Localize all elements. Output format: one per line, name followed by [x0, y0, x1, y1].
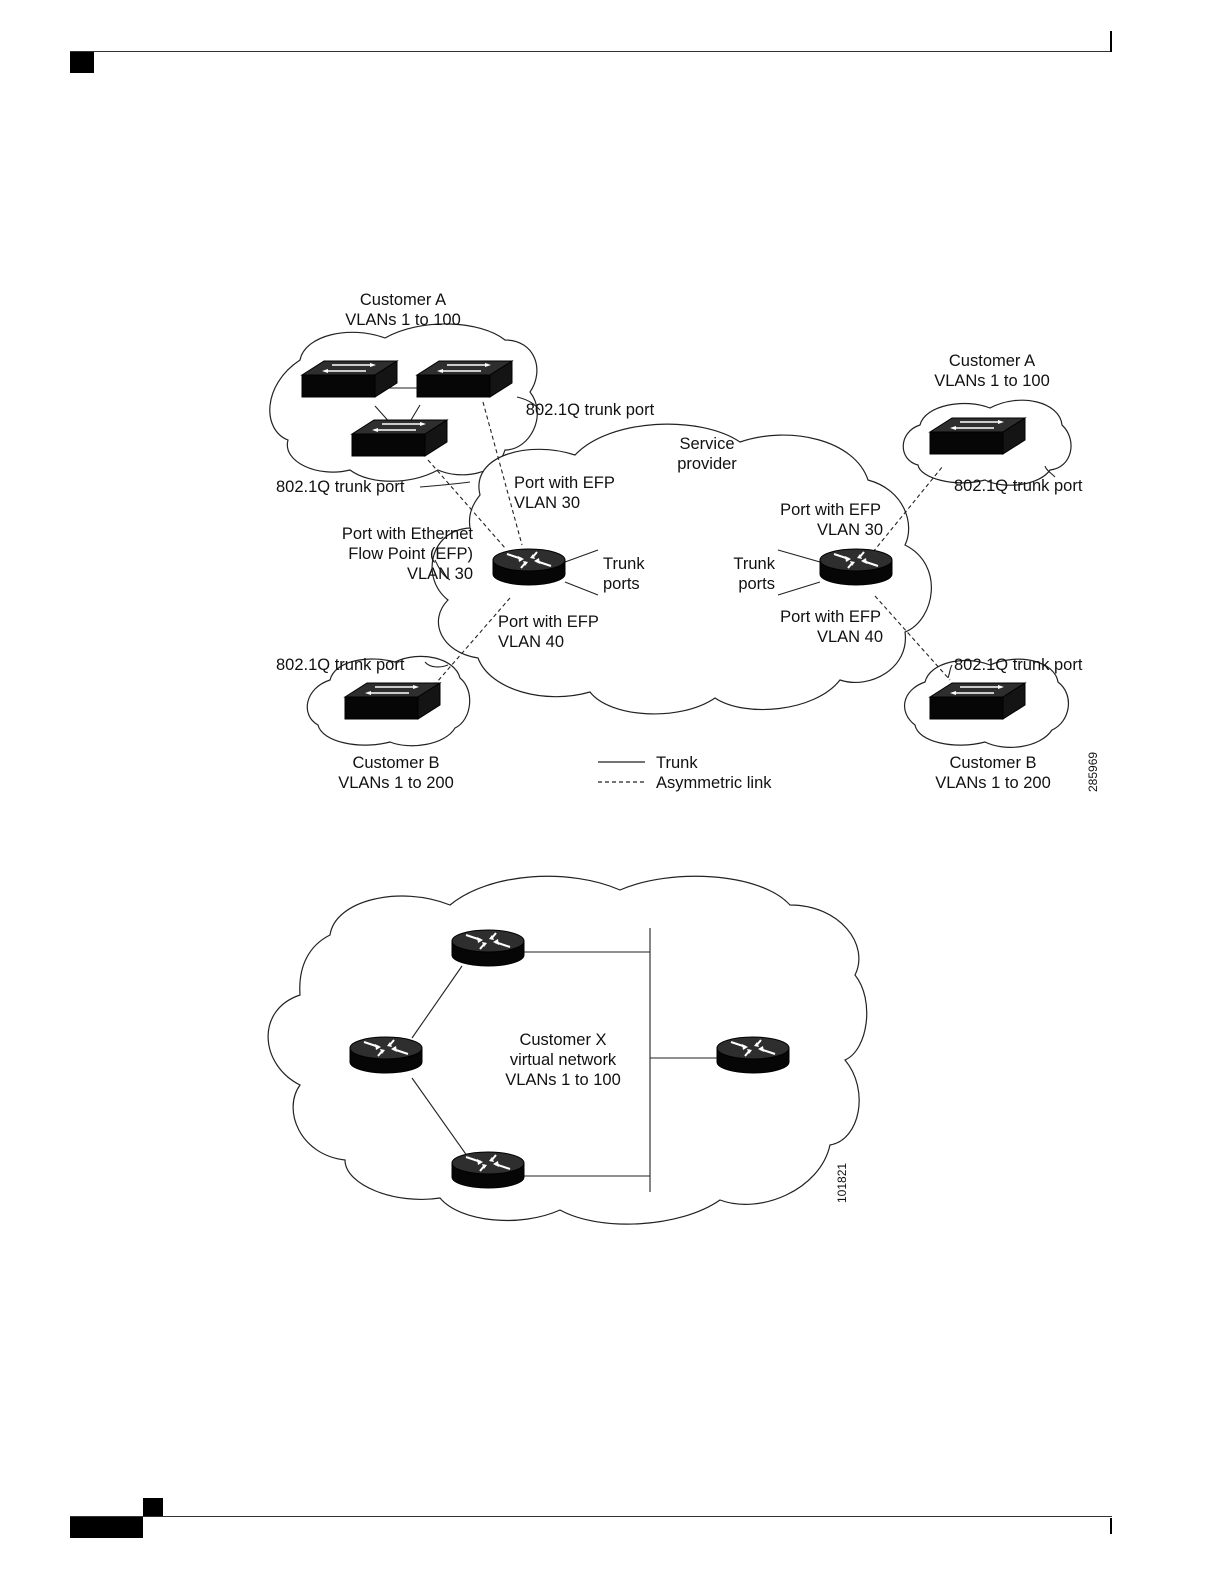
- router-icon: [451, 929, 525, 967]
- figure-2-labels: Customer X virtual network VLANs 1 to 10…: [505, 1031, 849, 1203]
- label-port-efp: Port with EFP: [514, 474, 615, 492]
- switch-icon: [929, 682, 1026, 720]
- label-customer-a-right-vlans: VLANs 1 to 100: [934, 372, 1050, 390]
- switch-icon: [416, 360, 513, 398]
- header-tick: [1110, 31, 1112, 52]
- label-trunk-port: 802.1Q trunk port: [276, 656, 405, 674]
- switch-icon: [301, 360, 398, 398]
- label-trunk-port: 802.1Q trunk port: [526, 401, 655, 419]
- label-virtual-network: virtual network: [510, 1051, 617, 1069]
- label-customer-b-right-vlans: VLANs 1 to 200: [935, 774, 1051, 792]
- label-customer-a-left: Customer A: [360, 291, 446, 309]
- figure-id: 285969: [1086, 752, 1100, 792]
- label-customer-b-left-vlans: VLANs 1 to 200: [338, 774, 454, 792]
- footer-rule: [70, 1516, 1112, 1517]
- label-trunk: Trunk: [733, 555, 775, 573]
- label-service: Service: [679, 435, 734, 453]
- label-vlan: VLAN 30: [407, 565, 473, 583]
- figure-1: [269, 323, 1072, 748]
- router-icon: [349, 1036, 423, 1074]
- label-customer-b-left: Customer B: [352, 754, 439, 772]
- footer-block: [70, 1517, 143, 1538]
- label-provider: provider: [677, 455, 737, 473]
- label-vlan: VLAN 30: [817, 521, 883, 539]
- label-port-efp: Port with EFP: [780, 608, 881, 626]
- label-vlan: VLAN 30: [514, 494, 580, 512]
- switch-icon: [344, 682, 441, 720]
- label-vlans: VLANs 1 to 100: [505, 1071, 621, 1089]
- label-vlan: VLAN 40: [498, 633, 564, 651]
- switch-icon: [929, 417, 1026, 455]
- label-customer-b-right: Customer B: [949, 754, 1036, 772]
- label-customer-a-left-vlans: VLANs 1 to 100: [345, 311, 461, 329]
- figure-1-links: [373, 387, 1056, 691]
- label-port-ethernet: Port with Ethernet: [342, 525, 474, 543]
- label-flow-point: Flow Point (EFP): [348, 545, 473, 563]
- header-rule: [70, 51, 1112, 52]
- router-icon: [819, 548, 893, 586]
- label-trunk-port: 802.1Q trunk port: [276, 478, 405, 496]
- header-block: [70, 52, 94, 73]
- legend-trunk-label: Trunk: [656, 754, 698, 772]
- label-trunk-port: 802.1Q trunk port: [954, 477, 1083, 495]
- label-trunk-port: 802.1Q trunk port: [954, 656, 1083, 674]
- label-port-efp: Port with EFP: [498, 613, 599, 631]
- footer-block-small: [143, 1498, 163, 1516]
- legend-asymmetric-label: Asymmetric link: [656, 774, 772, 792]
- label-port-efp: Port with EFP: [780, 501, 881, 519]
- label-ports: ports: [738, 575, 775, 593]
- figure-id: 101821: [835, 1163, 849, 1203]
- label-customer-x: Customer X: [519, 1031, 606, 1049]
- switch-icon: [351, 419, 448, 457]
- figure-2-links: [411, 928, 718, 1192]
- cloud-customer-x: [267, 875, 868, 1225]
- cloud-customer-a-left: [269, 323, 538, 482]
- figure-1-labels: Customer A VLANs 1 to 100 Customer A VLA…: [276, 291, 1100, 792]
- cloud-service-provider: [431, 423, 932, 715]
- label-ports: ports: [603, 575, 640, 593]
- router-icon: [451, 1151, 525, 1189]
- label-customer-a-right: Customer A: [949, 352, 1035, 370]
- label-vlan: VLAN 40: [817, 628, 883, 646]
- router-icon: [492, 548, 566, 586]
- label-trunk: Trunk: [603, 555, 645, 573]
- router-icon: [716, 1036, 790, 1074]
- footer-tick: [1110, 1518, 1112, 1534]
